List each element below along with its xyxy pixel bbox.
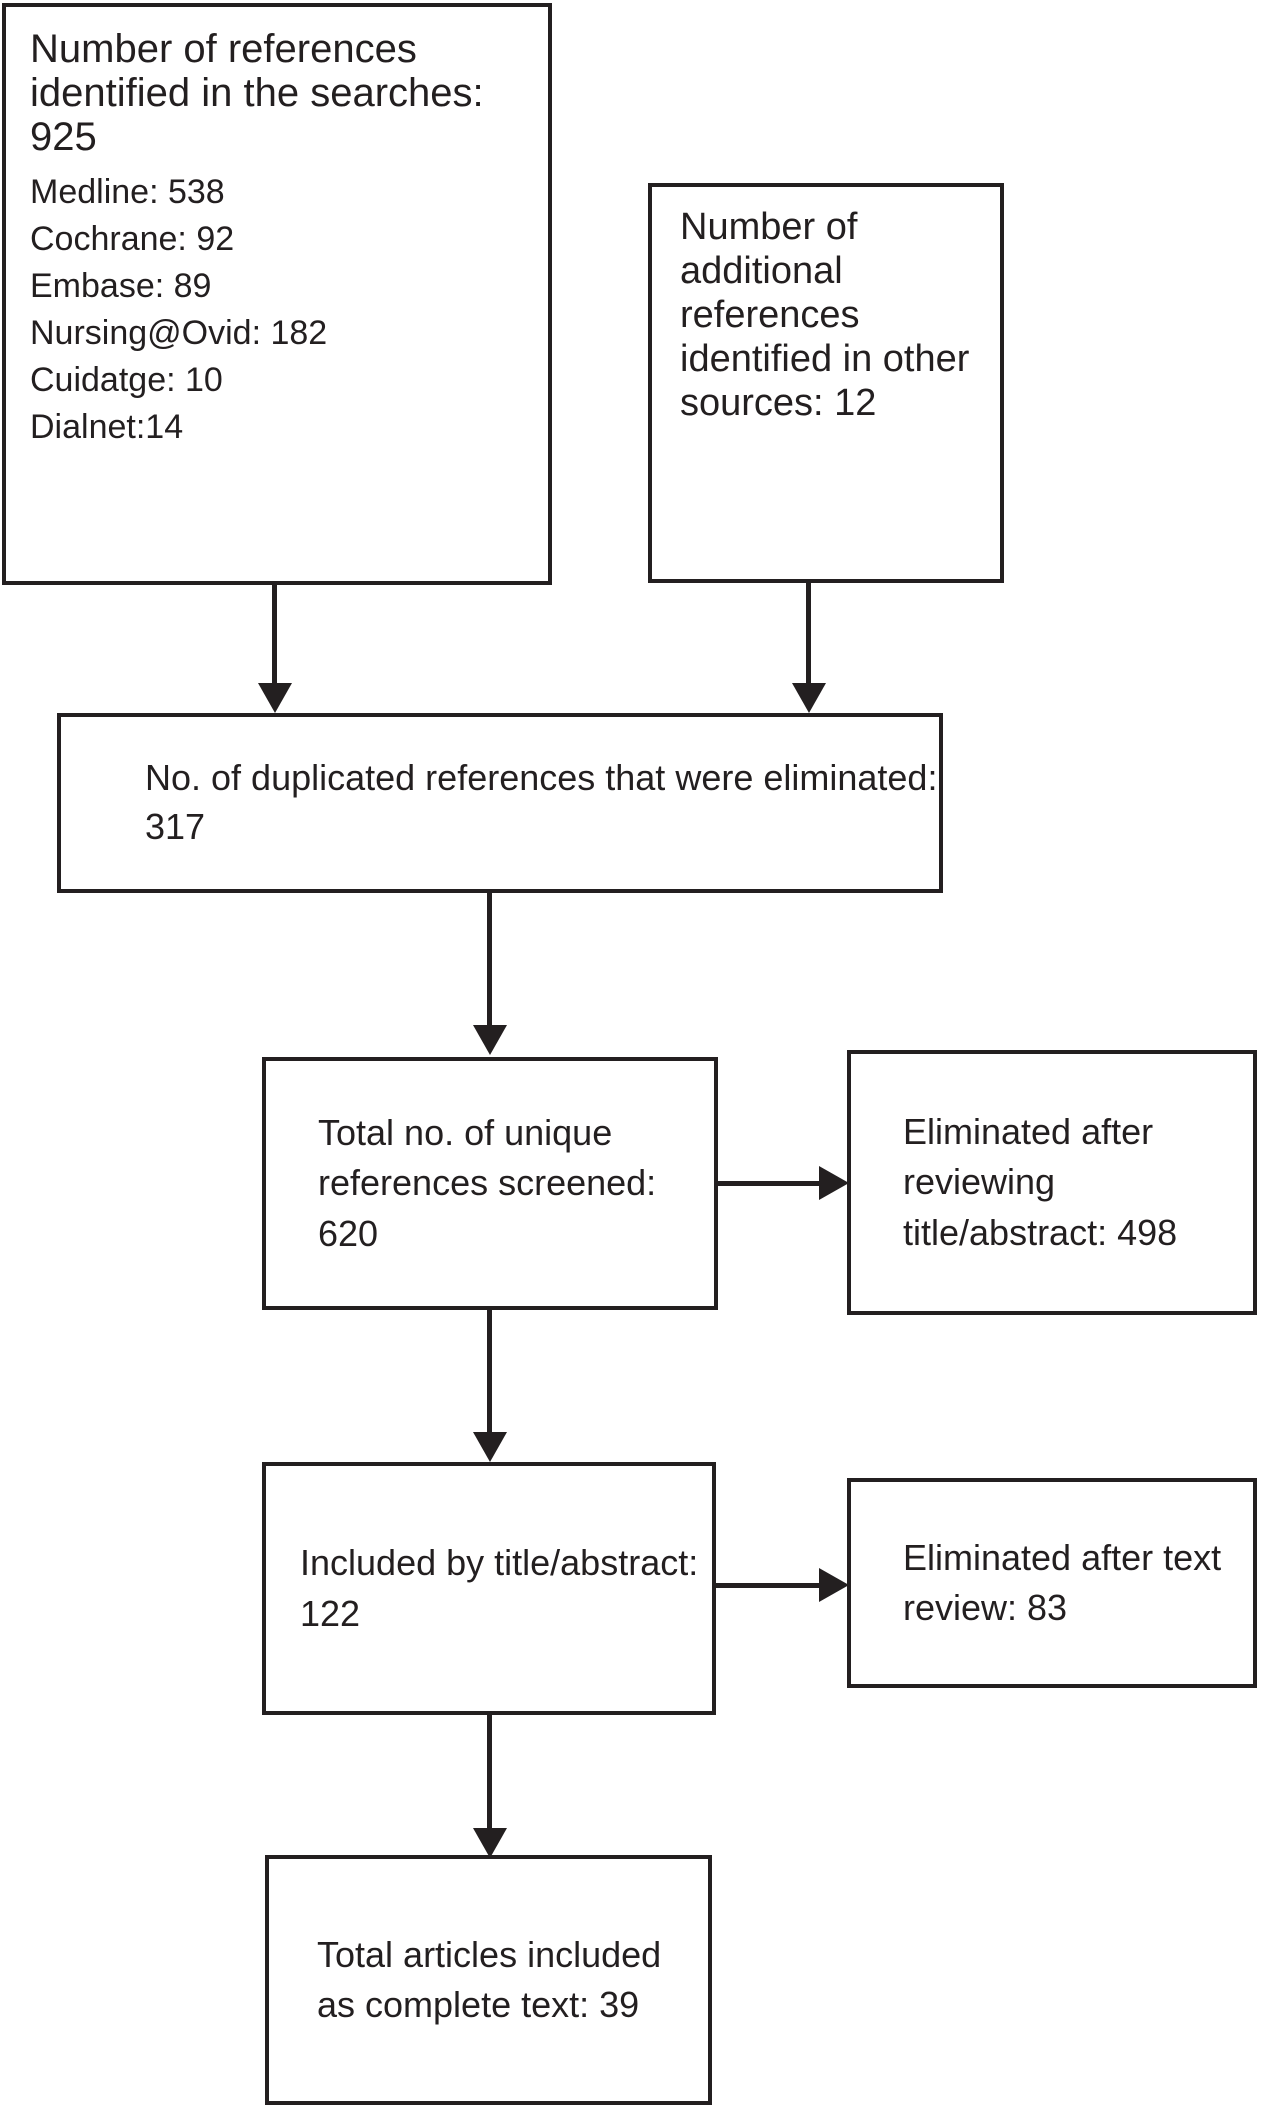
node-duplicated-references-eliminated: No. of duplicated references that were e…	[57, 713, 943, 893]
edge-line-included-eliminated-text	[716, 1583, 822, 1588]
node-additional-references: Number of additional references identifi…	[648, 183, 1004, 583]
node-additional-label: Number of additional references identifi…	[680, 206, 970, 425]
arrow-down-icon-screened-included	[473, 1432, 507, 1462]
node-eliminated-title-label: Eliminated after reviewing title/abstrac…	[903, 1110, 1178, 1253]
arrow-down-icon-searches-duplicates	[258, 683, 292, 713]
arrow-down-icon-included-total	[473, 1828, 507, 1858]
node-eliminated-text-label: Eliminated after text review: 83	[903, 1536, 1222, 1628]
node-screened-label: Total no. of unique references screened:…	[318, 1111, 657, 1254]
edge-line-screened-included	[487, 1310, 492, 1434]
node-included-by-title-abstract: Included by title/abstract: 122	[262, 1462, 716, 1715]
node-total-label: Total articles included as complete text…	[317, 1933, 662, 2025]
edge-line-duplicates-screened	[487, 893, 492, 1027]
arrow-down-icon-duplicates-screened	[473, 1025, 507, 1055]
arrow-down-icon-additional-duplicates	[792, 683, 826, 713]
node-unique-references-screened: Total no. of unique references screened:…	[262, 1057, 718, 1310]
edge-line-searches-duplicates	[272, 585, 277, 685]
node-eliminated-after-text-review: Eliminated after text review: 83	[847, 1478, 1257, 1688]
node-duplicates-label: No. of duplicated references that were e…	[145, 757, 938, 847]
node-references-identified-searches: Number of references identified in the s…	[2, 3, 552, 585]
node-total-articles-included: Total articles included as complete text…	[265, 1855, 712, 2105]
arrow-right-icon-screened-eliminated-title	[819, 1166, 849, 1200]
edge-line-included-total	[487, 1715, 492, 1835]
node-included-label: Included by title/abstract: 122	[300, 1542, 699, 1634]
node-searches-heading: Number of references identified in the s…	[30, 27, 484, 159]
arrow-right-icon-included-eliminated-text	[819, 1568, 849, 1602]
edge-line-additional-duplicates	[806, 583, 811, 683]
node-searches-source-list: Medline: 538 Cochrane: 92 Embase: 89 Nur…	[30, 173, 328, 446]
edge-line-screened-eliminated-title	[718, 1181, 822, 1186]
node-eliminated-after-title-abstract: Eliminated after reviewing title/abstrac…	[847, 1050, 1257, 1315]
